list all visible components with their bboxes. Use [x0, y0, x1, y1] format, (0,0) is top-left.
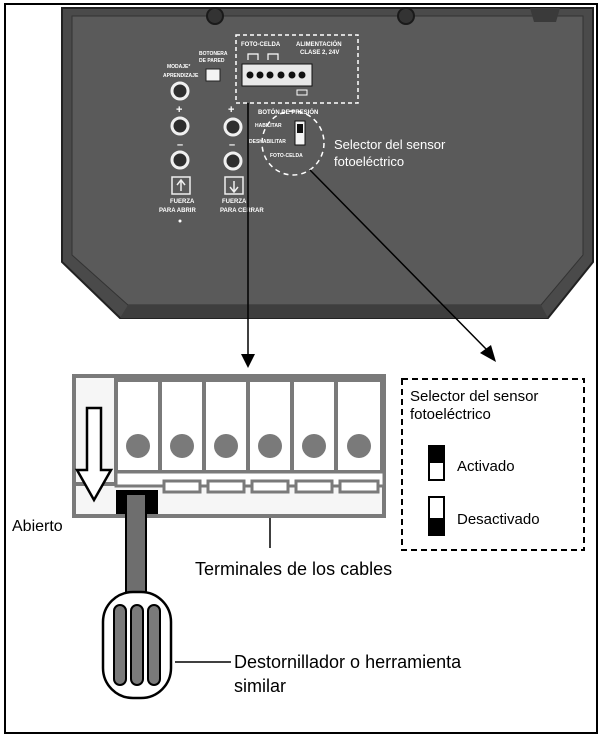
terminal-block-small: [241, 63, 313, 87]
close-force-minus-button[interactable]: [223, 151, 243, 171]
arrow-to-selector-legend: [309, 169, 496, 362]
learn-prefix-label: MODAJE*: [167, 64, 190, 70]
terminal-screws-small: [246, 71, 306, 79]
learn-label: APRENDIZAJE: [163, 73, 199, 79]
open-label: Abierto: [12, 518, 63, 535]
close-force-plus-button[interactable]: [223, 117, 243, 137]
push-button-label: BOTÓN DE PRESIÓN: [258, 108, 318, 116]
close-plus-sign: +: [228, 104, 234, 116]
switch-on-icon: [428, 445, 445, 481]
switch-off-icon: [428, 496, 445, 536]
terminal-screw-holes: [126, 434, 371, 458]
learn-button[interactable]: [170, 81, 190, 101]
enable-label: HABILITAR: [255, 123, 282, 129]
wall-button-indicator: [205, 68, 221, 82]
wall-button-label-1: BOTONERA: [199, 51, 228, 57]
control-panel: [61, 7, 594, 319]
power-label-2: CLASE 2, 24V: [300, 50, 339, 56]
open-plus-sign: +: [176, 104, 182, 116]
legend-title-line-1: Selector del sensor: [410, 388, 538, 405]
open-force-label: FUERZA: [170, 199, 195, 205]
down-arrow-icon: [74, 406, 114, 503]
screwdriver-icon: [101, 493, 173, 700]
close-direction-label: PARA CERRAR: [220, 208, 264, 214]
power-label-1: ALIMENTACIÓN: [296, 40, 342, 48]
close-force-icon: [224, 176, 244, 195]
open-force-plus-button[interactable]: [170, 116, 190, 136]
selector-highlight-circle: [261, 110, 325, 176]
close-minus-sign: –: [229, 139, 235, 151]
photo-cell-label: FOTO-CELDA: [241, 42, 281, 48]
screwdriver-label-2: similar: [234, 676, 286, 696]
open-force-minus-button[interactable]: [170, 150, 190, 170]
selector-callout-line-1: Selector del sensor: [334, 137, 446, 152]
disable-label: DESHABILITAR: [249, 139, 286, 145]
legend-on-label: Activado: [457, 458, 515, 475]
open-force-icon: [171, 176, 191, 195]
open-minus-sign: –: [177, 139, 183, 151]
screwdriver-label-1: Destornillador o herramienta: [234, 652, 462, 672]
legend-off-label: Desactivado: [457, 511, 540, 528]
open-direction-label: PARA ABRIR: [159, 208, 196, 214]
photo-cell-small-label: FOTO-CELDA: [270, 153, 303, 159]
arrow-to-terminals: [241, 103, 255, 368]
terminal-highlight-box: [235, 34, 359, 104]
wall-button-label-2: DE PARED: [199, 58, 225, 64]
legend-title-line-2: fotoeléctrico: [410, 406, 491, 423]
close-force-label: FUERZA: [222, 199, 247, 205]
selector-callout-line-2: fotoeléctrico: [334, 154, 404, 169]
terminals-label: Terminales de los cables: [195, 559, 392, 579]
